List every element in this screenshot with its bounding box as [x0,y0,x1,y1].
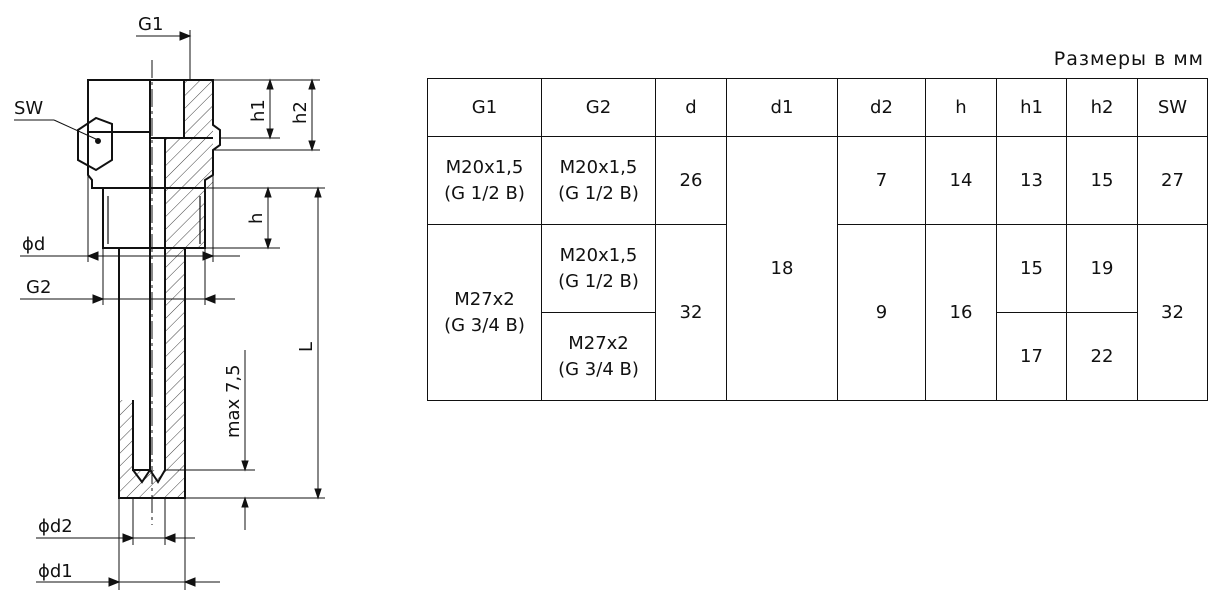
header-h: h [925,78,997,137]
cell-h2-a: 15 [1066,136,1138,225]
label-h2: h2 [290,101,311,124]
cell-g2-b1: M20x1,5 (G 1/2 B) [541,224,656,313]
cell-h1-a: 13 [996,136,1067,225]
label-h1: h1 [248,99,269,122]
table-header-row: G1 G2 d d1 d2 h h1 h2 SW [427,78,1208,137]
cell-h2-b1: 19 [1066,224,1138,313]
label-max: max 7,5 [223,364,244,438]
table-row: M27x2 (G 3/4 B) M20x1,5 (G 1/2 B) 32 9 1… [427,224,1208,401]
header-g2: G2 [541,78,656,137]
table-row: M20x1,5 (G 1/2 B) M20x1,5 (G 1/2 B) 26 1… [427,136,1208,401]
label-sw: SW [14,98,43,119]
cell-h2-b2: 22 [1066,312,1138,401]
label-l: L [296,342,317,352]
label-d: ϕd [22,234,45,255]
label-g2: G2 [26,277,51,298]
header-d1: d1 [726,78,838,137]
cell-h-b: 16 [925,224,997,401]
cell-sw-a: 27 [1137,136,1208,225]
cell-d1-all: 18 [726,136,838,401]
cell-g2-b2: M27x2 (G 3/4 B) [541,312,656,401]
cell-g1-b: M27x2 (G 3/4 B) [427,224,542,401]
units-note: Размеры в мм [1053,48,1204,70]
thermowell-drawing: G1 SW h1 h2 h ϕd G2 L max 7,5 ϕd2 ϕd1 [14,14,325,590]
cell-d-b: 32 [655,224,727,401]
cell-d-a: 26 [655,136,727,225]
dimensions-table: G1 G2 d d1 d2 h h1 h2 SW M20x1,5 (G 1/2 … [427,78,1208,401]
cell-h-a: 14 [925,136,997,225]
table-row: M27x2 (G 3/4 B) 17 22 [428,312,1208,401]
label-h: h [246,213,267,224]
cell-g1-a: M20x1,5 (G 1/2 B) [427,136,542,225]
header-h2: h2 [1066,78,1138,137]
header-d2: d2 [837,78,926,137]
header-d: d [655,78,727,137]
label-d2: ϕd2 [38,516,73,537]
header-g1: G1 [427,78,542,137]
cell-h1-b2: 17 [996,312,1067,401]
header-sw: SW [1137,78,1208,137]
cell-g2-a: M20x1,5 (G 1/2 B) [541,136,656,225]
header-h1: h1 [996,78,1067,137]
cell-d2-a: 7 [837,136,926,225]
cell-sw-b: 32 [1137,224,1208,401]
label-g1: G1 [138,14,163,35]
label-d1: ϕd1 [38,561,73,582]
cell-d2-b: 9 [837,224,926,401]
cell-h1-b1: 15 [996,224,1067,313]
dimension-lines [14,30,325,590]
